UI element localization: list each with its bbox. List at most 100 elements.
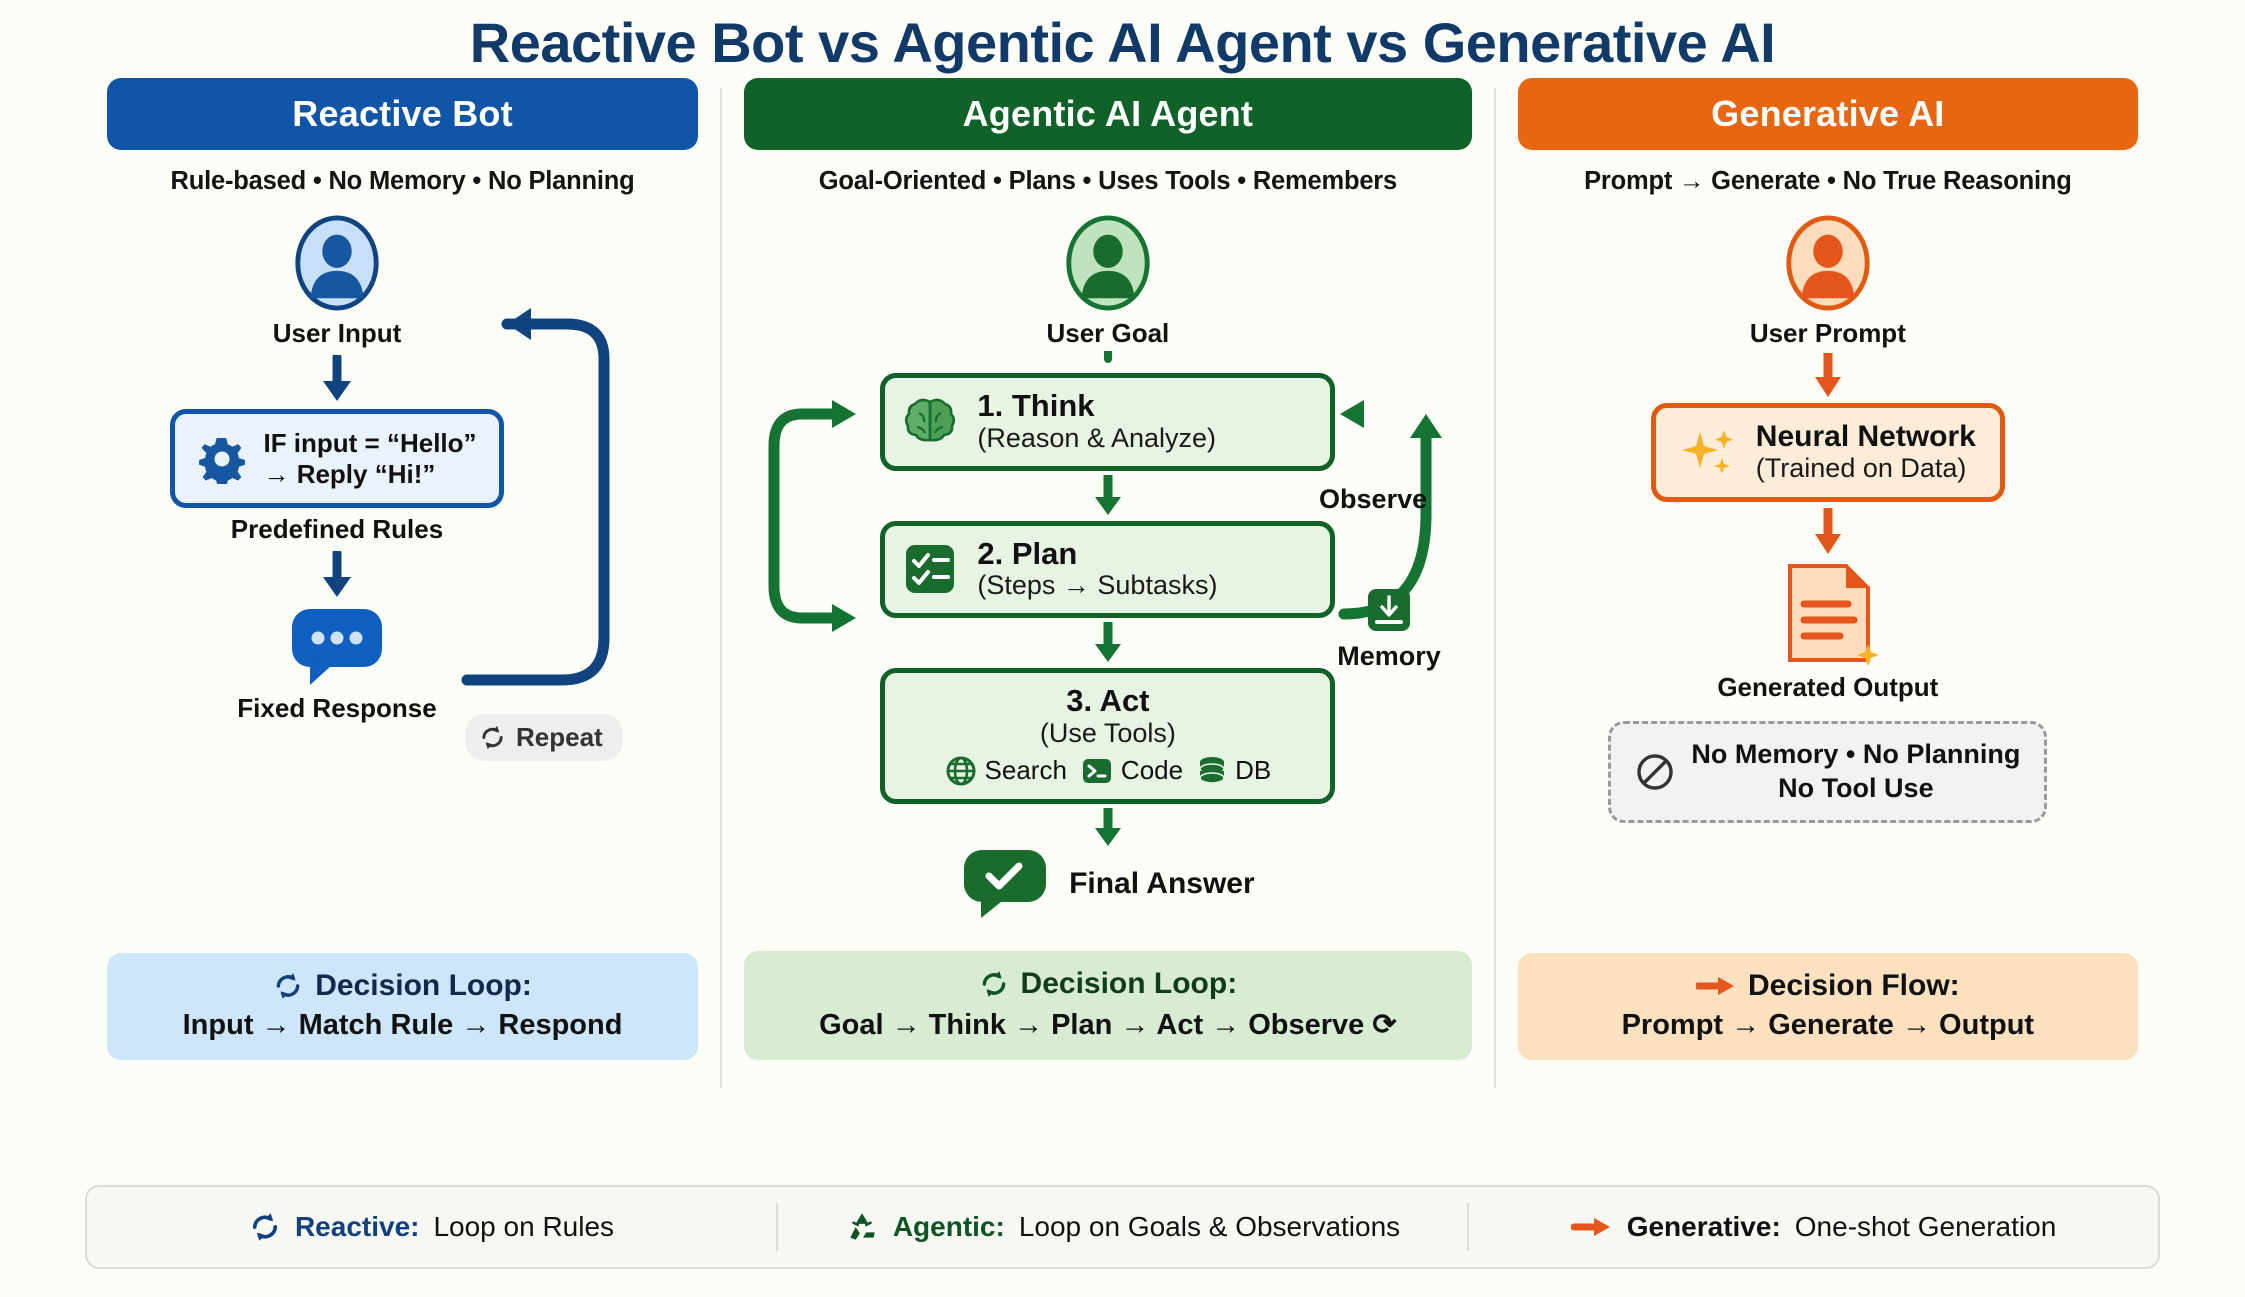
agentic-loop-line: Goal → Think → Plan → Act → Observe ⟳	[819, 1009, 1397, 1041]
refresh-loop-icon	[252, 1213, 278, 1241]
step-think-title: 1. Think	[977, 388, 1095, 423]
reactive-header: Reactive Bot	[107, 78, 699, 150]
step-plan-sub: (Steps → Subtasks)	[977, 570, 1218, 601]
repeat-badge: Repeat	[465, 714, 623, 761]
generative-subtitle: Prompt → Generate • No True Reasoning	[1584, 167, 2072, 195]
user-avatar-orange-icon	[1786, 215, 1870, 311]
user-avatar-blue-icon	[295, 215, 379, 311]
no-entry-icon	[1637, 754, 1674, 790]
sparkles-icon	[1681, 429, 1733, 474]
generative-limits-box: No Memory • No Planning No Tool Use	[1608, 721, 2048, 823]
final-answer-label: Final Answer	[1069, 866, 1255, 900]
arrow-down-icon	[1094, 807, 1121, 846]
observe-label: Observe	[1319, 484, 1428, 514]
step-act-sub: (Use Tools)	[1039, 717, 1176, 748]
generative-avatar-caption: User Prompt	[1749, 318, 1906, 348]
arrow-down-icon	[323, 551, 351, 598]
generative-flow-line: Prompt → Generate → Output	[1621, 1009, 2035, 1041]
tool-code: Code	[1081, 755, 1183, 787]
memory-block: Memory	[1334, 586, 1444, 672]
database-icon	[1199, 756, 1225, 784]
rule-line-2: → Reply “Hi!”	[263, 458, 436, 489]
columns-container: Reactive Bot Rule-based • No Memory • No…	[40, 78, 2205, 1138]
refresh-loop-icon	[276, 973, 300, 999]
recycle-loop-icon	[850, 1213, 875, 1240]
reactive-response-caption: Fixed Response	[237, 693, 437, 724]
arrow-down-icon	[1094, 622, 1121, 663]
act-tools-row: Search Code	[903, 755, 1312, 787]
reactive-loop-line: Input → Match Rule → Respond	[182, 1009, 623, 1041]
page-title: Reactive Bot vs Agentic AI Agent vs Gene…	[469, 11, 1776, 74]
step-plan-box: 2. Plan (Steps → Subtasks)	[880, 520, 1336, 619]
chat-bubble-icon	[292, 609, 382, 686]
reactive-loop-title: Decision Loop:	[315, 969, 532, 1002]
step-think-box: 1. Think (Reason & Analyze)	[880, 373, 1336, 471]
legend-generative-text: One-shot Generation	[1794, 1211, 2057, 1242]
reactive-loop-arrow	[461, 308, 610, 686]
legend-separator-1	[776, 1203, 778, 1251]
step-act-box: 3. Act (Use Tools) Search	[880, 668, 1336, 804]
globe-icon	[946, 756, 976, 786]
neural-network-sub: (Trained on Data)	[1755, 453, 1967, 484]
agentic-header: Agentic AI Agent	[744, 78, 1472, 150]
agentic-loop-title-row: Decision Loop:	[758, 967, 1458, 1001]
generative-flow: User Prompt Neural Network (Trained on D…	[1518, 214, 2138, 823]
reactive-rule-caption: Predefined Rules	[230, 514, 444, 545]
legend-reactive-text: Loop on Rules	[433, 1211, 615, 1242]
arrow-down-icon	[1103, 351, 1112, 363]
arrow-right-icon	[1570, 1218, 1610, 1236]
legend-item-reactive: Reactive: Loop on Rules	[87, 1211, 776, 1243]
legend-generative-label: Generative:	[1626, 1211, 1781, 1242]
generative-flow-title: Decision Flow:	[1747, 969, 1960, 1002]
summary-legend-bar: Reactive: Loop on Rules Agentic: Loop on…	[85, 1185, 2160, 1269]
generative-flow-title-row: Decision Flow:	[1532, 969, 2124, 1003]
generated-output-caption: Generated Output	[1717, 672, 1939, 703]
reactive-loop-title-row: Decision Loop:	[121, 969, 684, 1003]
rule-line-1: IF input = “Hello”	[263, 428, 477, 458]
arrow-down-icon	[1814, 353, 1841, 397]
agentic-flow: User Goal	[744, 214, 1472, 920]
legend-item-generative: Generative: One-shot Generation	[1469, 1211, 2158, 1243]
legend-reactive-label: Reactive:	[294, 1211, 420, 1242]
limits-line-1: No Memory • No Planning	[1691, 739, 2021, 770]
refresh-loop-icon	[982, 971, 1005, 997]
checklist-icon	[906, 545, 955, 594]
observe-label-wrap: Observe	[1319, 484, 1427, 515]
arrow-down-icon	[323, 355, 351, 401]
reactive-decision-loop-box: Decision Loop: Input → Match Rule → Resp…	[107, 953, 699, 1060]
arrow-right-icon	[1695, 977, 1734, 995]
refresh-loop-icon	[482, 725, 503, 750]
rule-text: IF input = “Hello” → Reply “Hi!”	[263, 428, 476, 489]
final-answer-row: Final Answer	[961, 848, 1255, 920]
limits-line-2: No Tool Use	[1778, 773, 1934, 804]
arrow-down-icon	[1094, 474, 1121, 515]
agentic-subtitle: Goal-Oriented • Plans • Uses Tools • Rem…	[818, 167, 1398, 195]
tool-db: DB	[1197, 755, 1271, 787]
column-divider-2	[1493, 88, 1496, 1088]
column-agentic-agent: Agentic AI Agent Goal-Oriented • Plans •…	[722, 78, 1494, 1138]
arrow-down-icon	[1814, 508, 1841, 555]
tool-code-label: Code	[1120, 755, 1184, 786]
memory-label: Memory	[1337, 641, 1441, 671]
agentic-loop-title: Decision Loop:	[1020, 967, 1238, 1000]
tool-db-label: DB	[1235, 755, 1272, 786]
generative-decision-flow-box: Decision Flow: Prompt → Generate → Outpu…	[1517, 953, 2139, 1060]
step-plan-title: 2. Plan	[977, 535, 1078, 571]
agentic-decision-loop-box: Decision Loop: Goal → Think → Plan → Act…	[744, 951, 1472, 1060]
tool-search-label: Search	[984, 755, 1067, 786]
check-bubble-icon	[964, 849, 1047, 918]
predefined-rule-box: IF input = “Hello” → Reply “Hi!”	[170, 409, 504, 509]
legend-separator-2	[1467, 1203, 1469, 1251]
legend-agentic-label: Agentic:	[892, 1211, 1005, 1242]
reactive-flow: User Input IF input = “Hello” → Reply “H…	[107, 214, 698, 761]
brain-icon	[905, 398, 956, 442]
column-divider-1	[720, 88, 723, 1088]
neural-network-box: Neural Network (Trained on Data)	[1650, 403, 2005, 503]
step-act-title: 3. Act	[1066, 683, 1150, 719]
legend-agentic-text: Loop on Goals & Observations	[1018, 1211, 1401, 1242]
neural-network-title: Neural Network	[1755, 420, 1976, 453]
legend-item-agentic: Agentic: Loop on Goals & Observations	[778, 1210, 1467, 1244]
reactive-subtitle: Rule-based • No Memory • No Planning	[170, 167, 635, 195]
terminal-icon	[1082, 758, 1111, 783]
